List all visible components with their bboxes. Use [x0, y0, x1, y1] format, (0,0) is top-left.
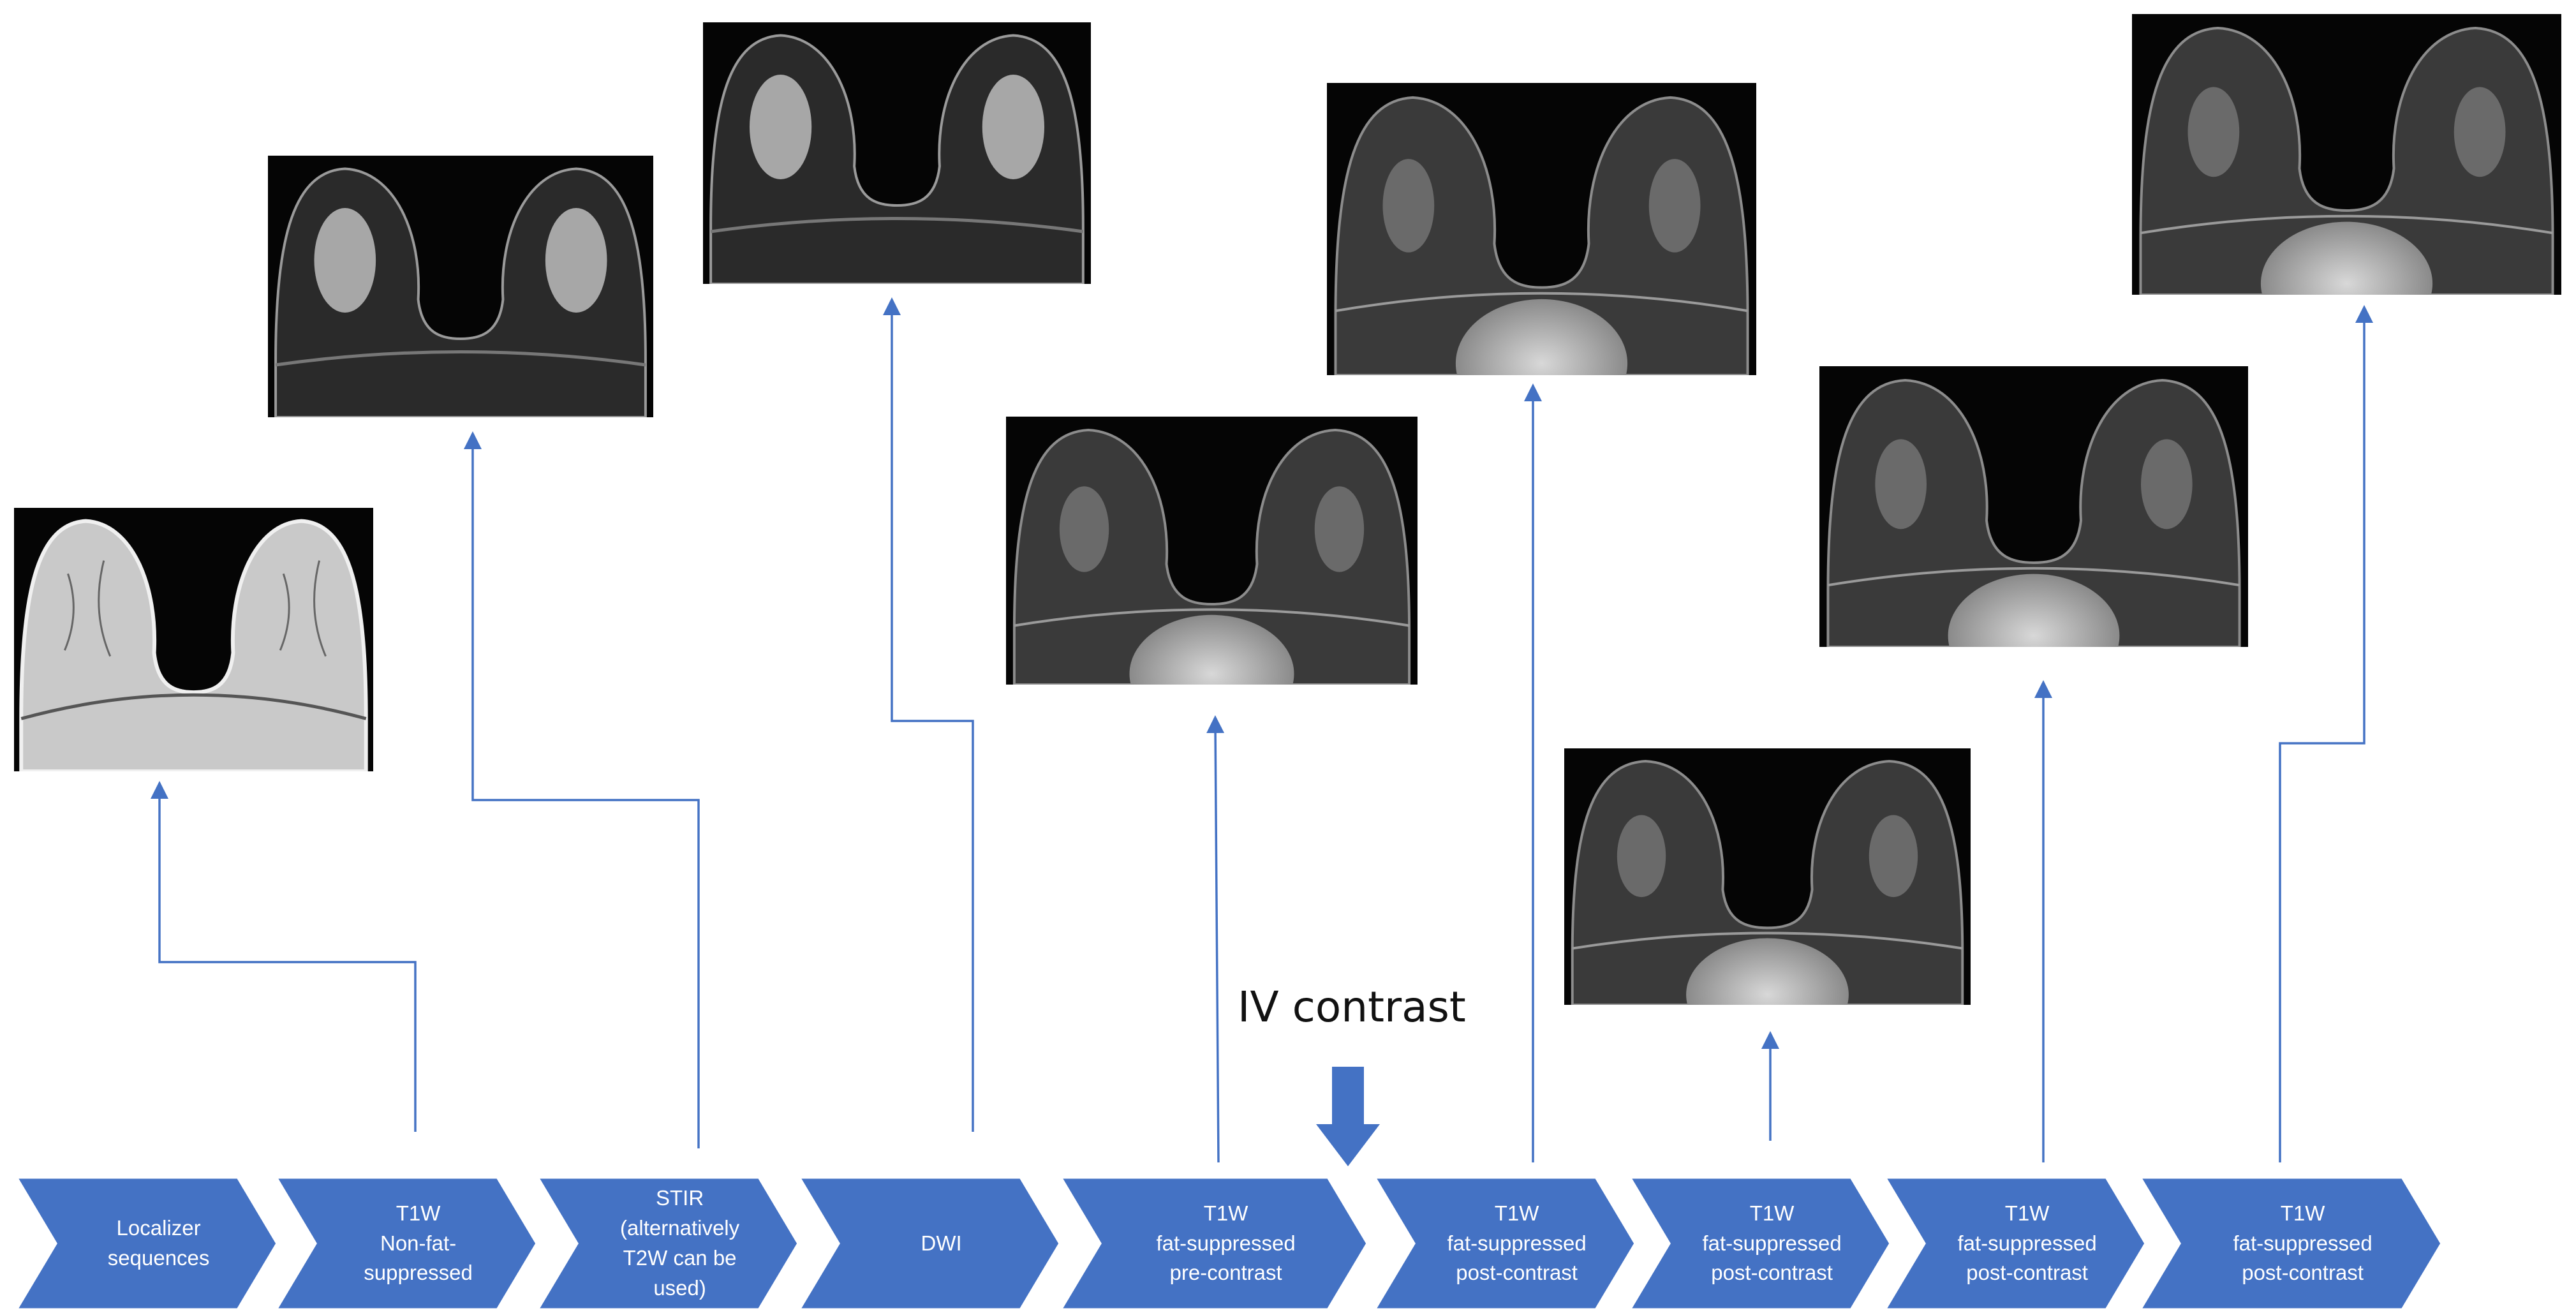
- chevron-shape: [276, 1177, 537, 1310]
- t1w-post-contrast-4-mri-image: [2132, 14, 2561, 295]
- connector-arrow-localizer: [151, 781, 417, 1132]
- connector-arrow-t1w-non-fat-suppressed: [464, 431, 700, 1148]
- t1w-post-contrast-2-mri-image: [1564, 748, 1971, 1005]
- iv-contrast-down-arrow-icon: [1316, 1067, 1380, 1166]
- t1w-fat-suppressed-pre-contrast-mri-image: [1006, 417, 1418, 685]
- localizer-mri-image: [14, 508, 373, 771]
- chevron-shape: [799, 1177, 1060, 1310]
- chevron-shape: [1884, 1177, 2146, 1310]
- chevron-shape: [1060, 1177, 1368, 1310]
- chevron-shape: [2140, 1177, 2442, 1310]
- connector-arrow-stir: [883, 297, 974, 1132]
- step-chevron-dwi: DWI: [799, 1177, 1060, 1310]
- stir-mri-image: [703, 22, 1091, 284]
- iv-contrast-label: IV contrast: [1238, 983, 1466, 1032]
- connector-arrow-t1w-post-contrast-3: [2279, 305, 2373, 1162]
- t1w-post-contrast-1-mri-image: [1327, 83, 1756, 375]
- chevron-shape: [1374, 1177, 1636, 1310]
- chevron-shape: [1629, 1177, 1891, 1310]
- connector-arrow-dwi: [1206, 715, 1225, 1163]
- t1w-post-contrast-3-mri-image: [1819, 366, 2248, 647]
- chevron-shape: [16, 1177, 278, 1310]
- t1w-non-fat-suppressed-mri-image: [268, 156, 653, 417]
- chevron-shape: [537, 1177, 799, 1310]
